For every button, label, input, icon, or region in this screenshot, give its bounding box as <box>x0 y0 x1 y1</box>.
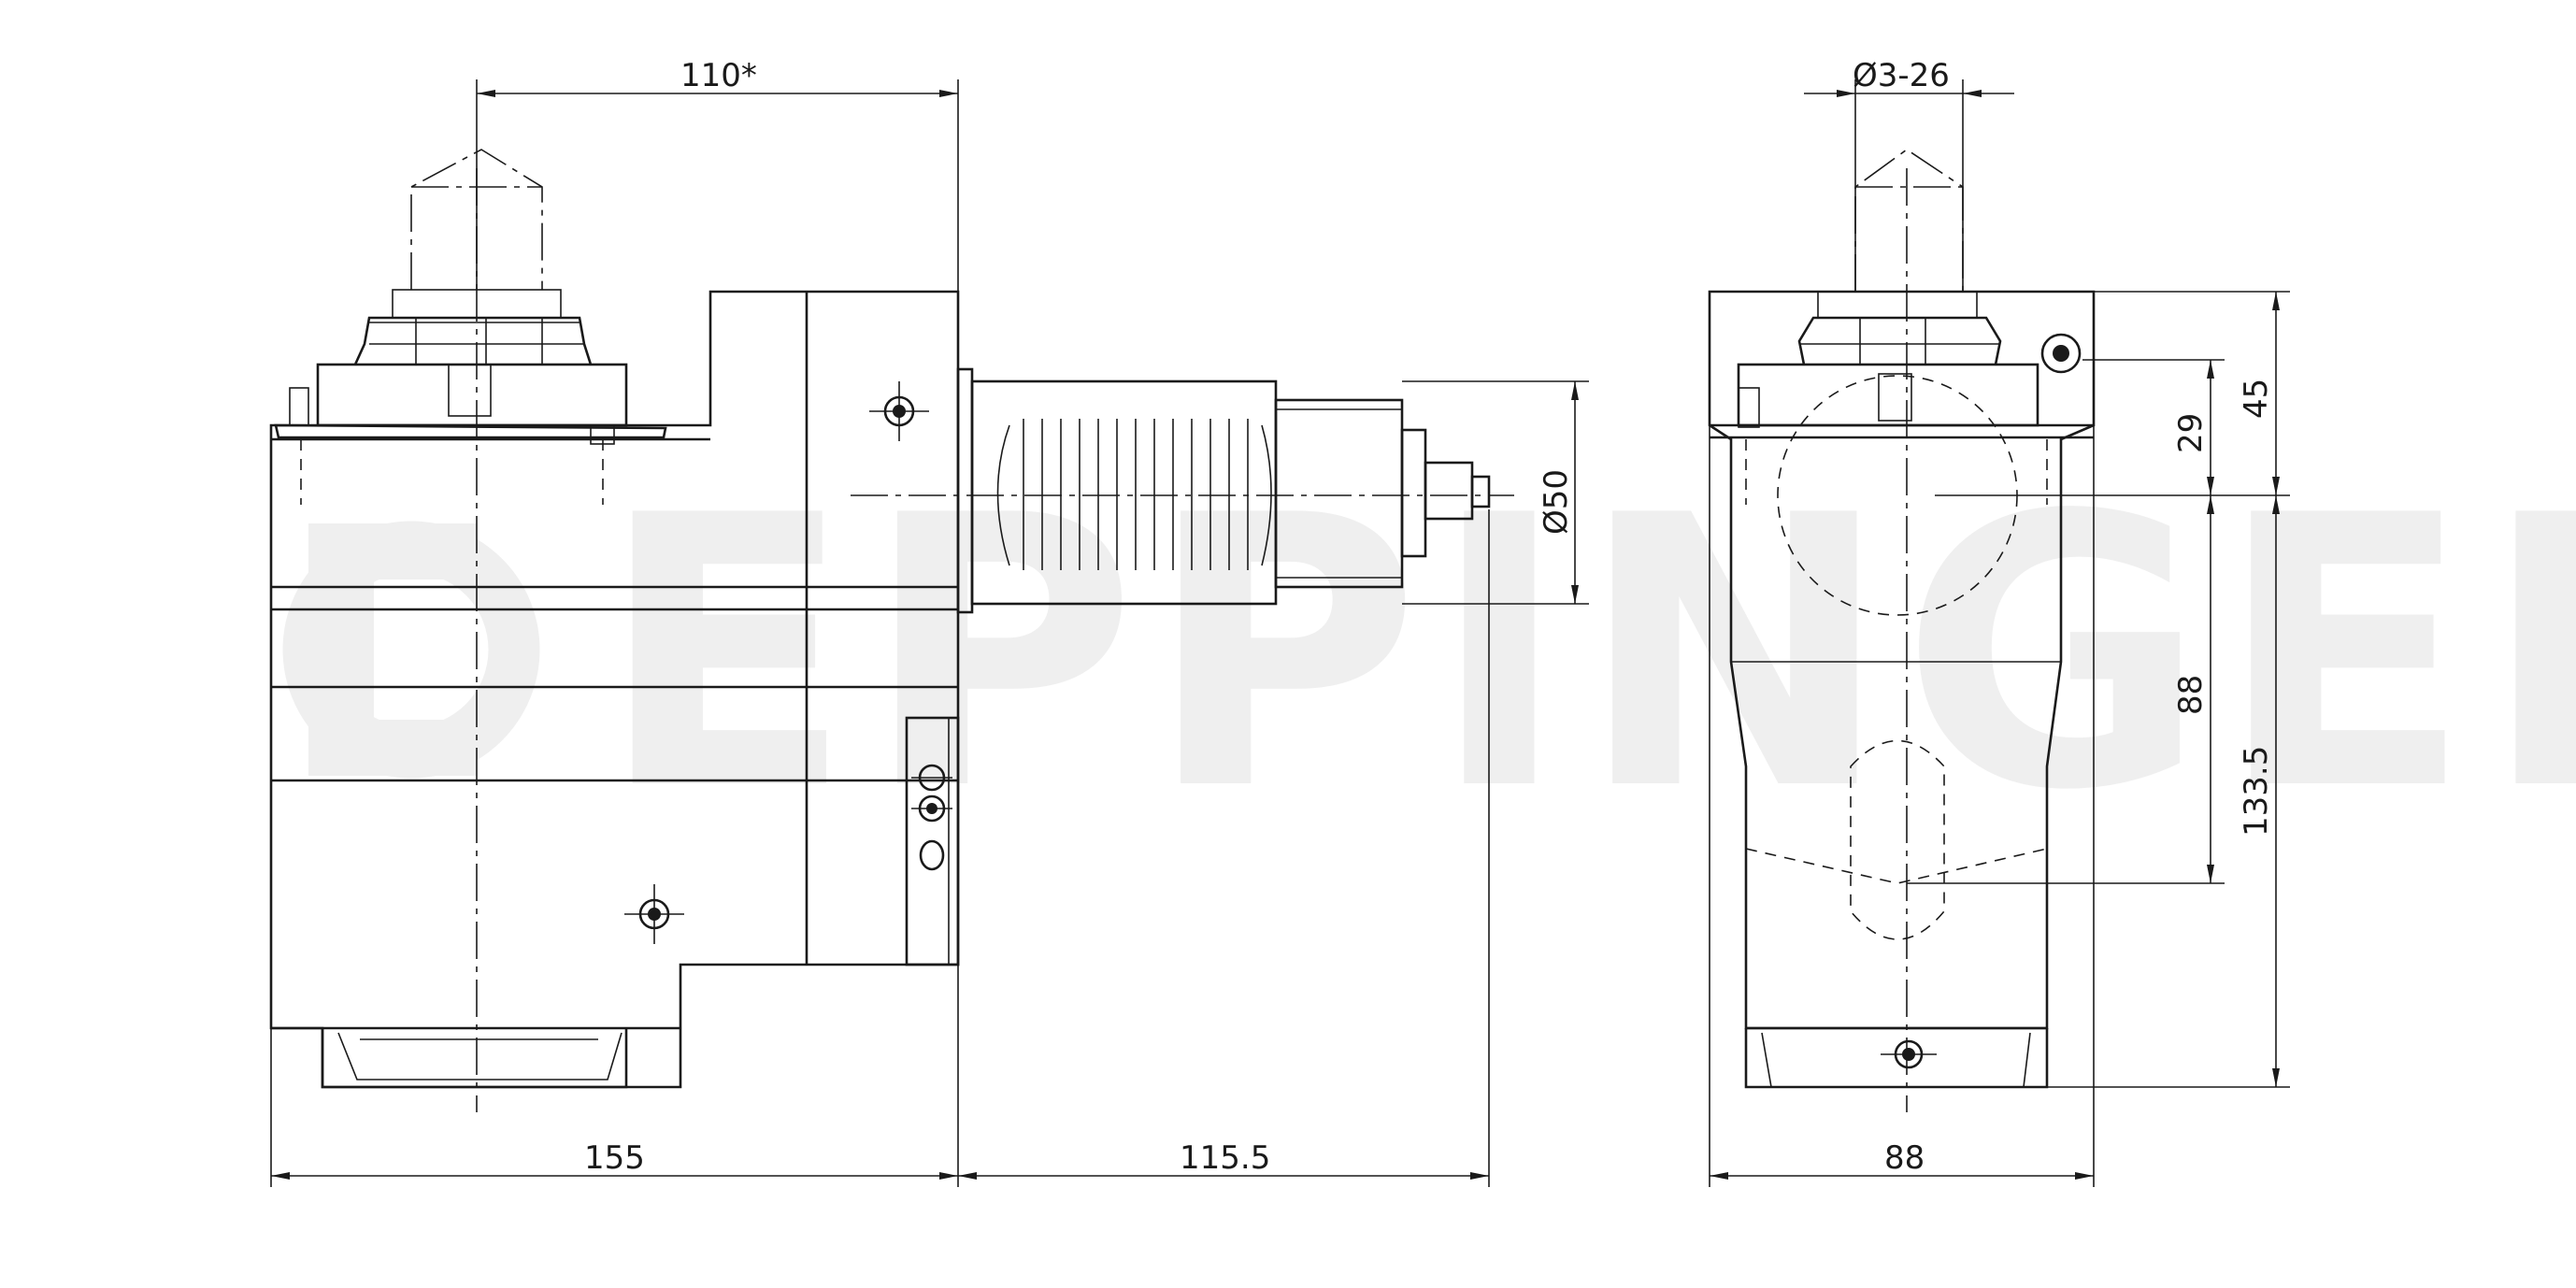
watermark-logo-icon <box>282 521 540 779</box>
watermark-text: EPPINGER <box>598 437 2576 872</box>
dimension-right-mid-label: 29 <box>2172 413 2210 453</box>
dimension-right-total-label: 133.5 <box>2238 746 2275 837</box>
front-view-tool-phantom <box>1854 149 1964 292</box>
front-view <box>1708 149 2096 1112</box>
dimension-shank-diameter-label: Ø50 <box>1538 469 1575 535</box>
side-view-collet-nut <box>274 289 667 445</box>
shank-serration <box>996 419 1272 570</box>
side-view-body <box>269 290 960 1089</box>
side-view-shank <box>956 367 1491 614</box>
side-view-screw-icon <box>624 884 684 944</box>
dimension-bottom-left-label: 155 <box>584 1139 645 1177</box>
dimension-top-width: 110* <box>476 57 959 292</box>
dimension-front-width-label: 88 <box>1884 1139 1925 1177</box>
dimension-bottom-mid: 115.5 <box>958 509 1490 1187</box>
dimension-right-lower: 88 <box>1907 495 2225 884</box>
front-view-screw-icon <box>1881 1039 1937 1069</box>
side-view-port-icon <box>911 764 952 871</box>
front-view-collet-nut <box>1737 291 2082 428</box>
dimension-bottom-mid-label: 115.5 <box>1180 1139 1270 1177</box>
dimension-right-total: 133.5 <box>2047 495 2290 1088</box>
dimension-right-lower-label: 88 <box>2172 675 2210 715</box>
dimension-right-upper: 45 <box>1935 291 2290 496</box>
dimension-right-upper-label: 45 <box>2238 379 2275 419</box>
dimension-top-width-label: 110* <box>680 57 757 94</box>
dimension-collet-range: Ø3-26 <box>1804 57 2014 292</box>
side-view-screw-icon <box>869 381 929 441</box>
dimension-right-mid: 29 <box>2082 359 2225 495</box>
dimension-bottom-left: 155 <box>270 965 959 1187</box>
dimension-shank-diameter: Ø50 <box>1402 380 1589 605</box>
dimension-front-width: 88 <box>1709 425 2095 1187</box>
dimension-collet-range-label: Ø3-26 <box>1853 57 1950 94</box>
